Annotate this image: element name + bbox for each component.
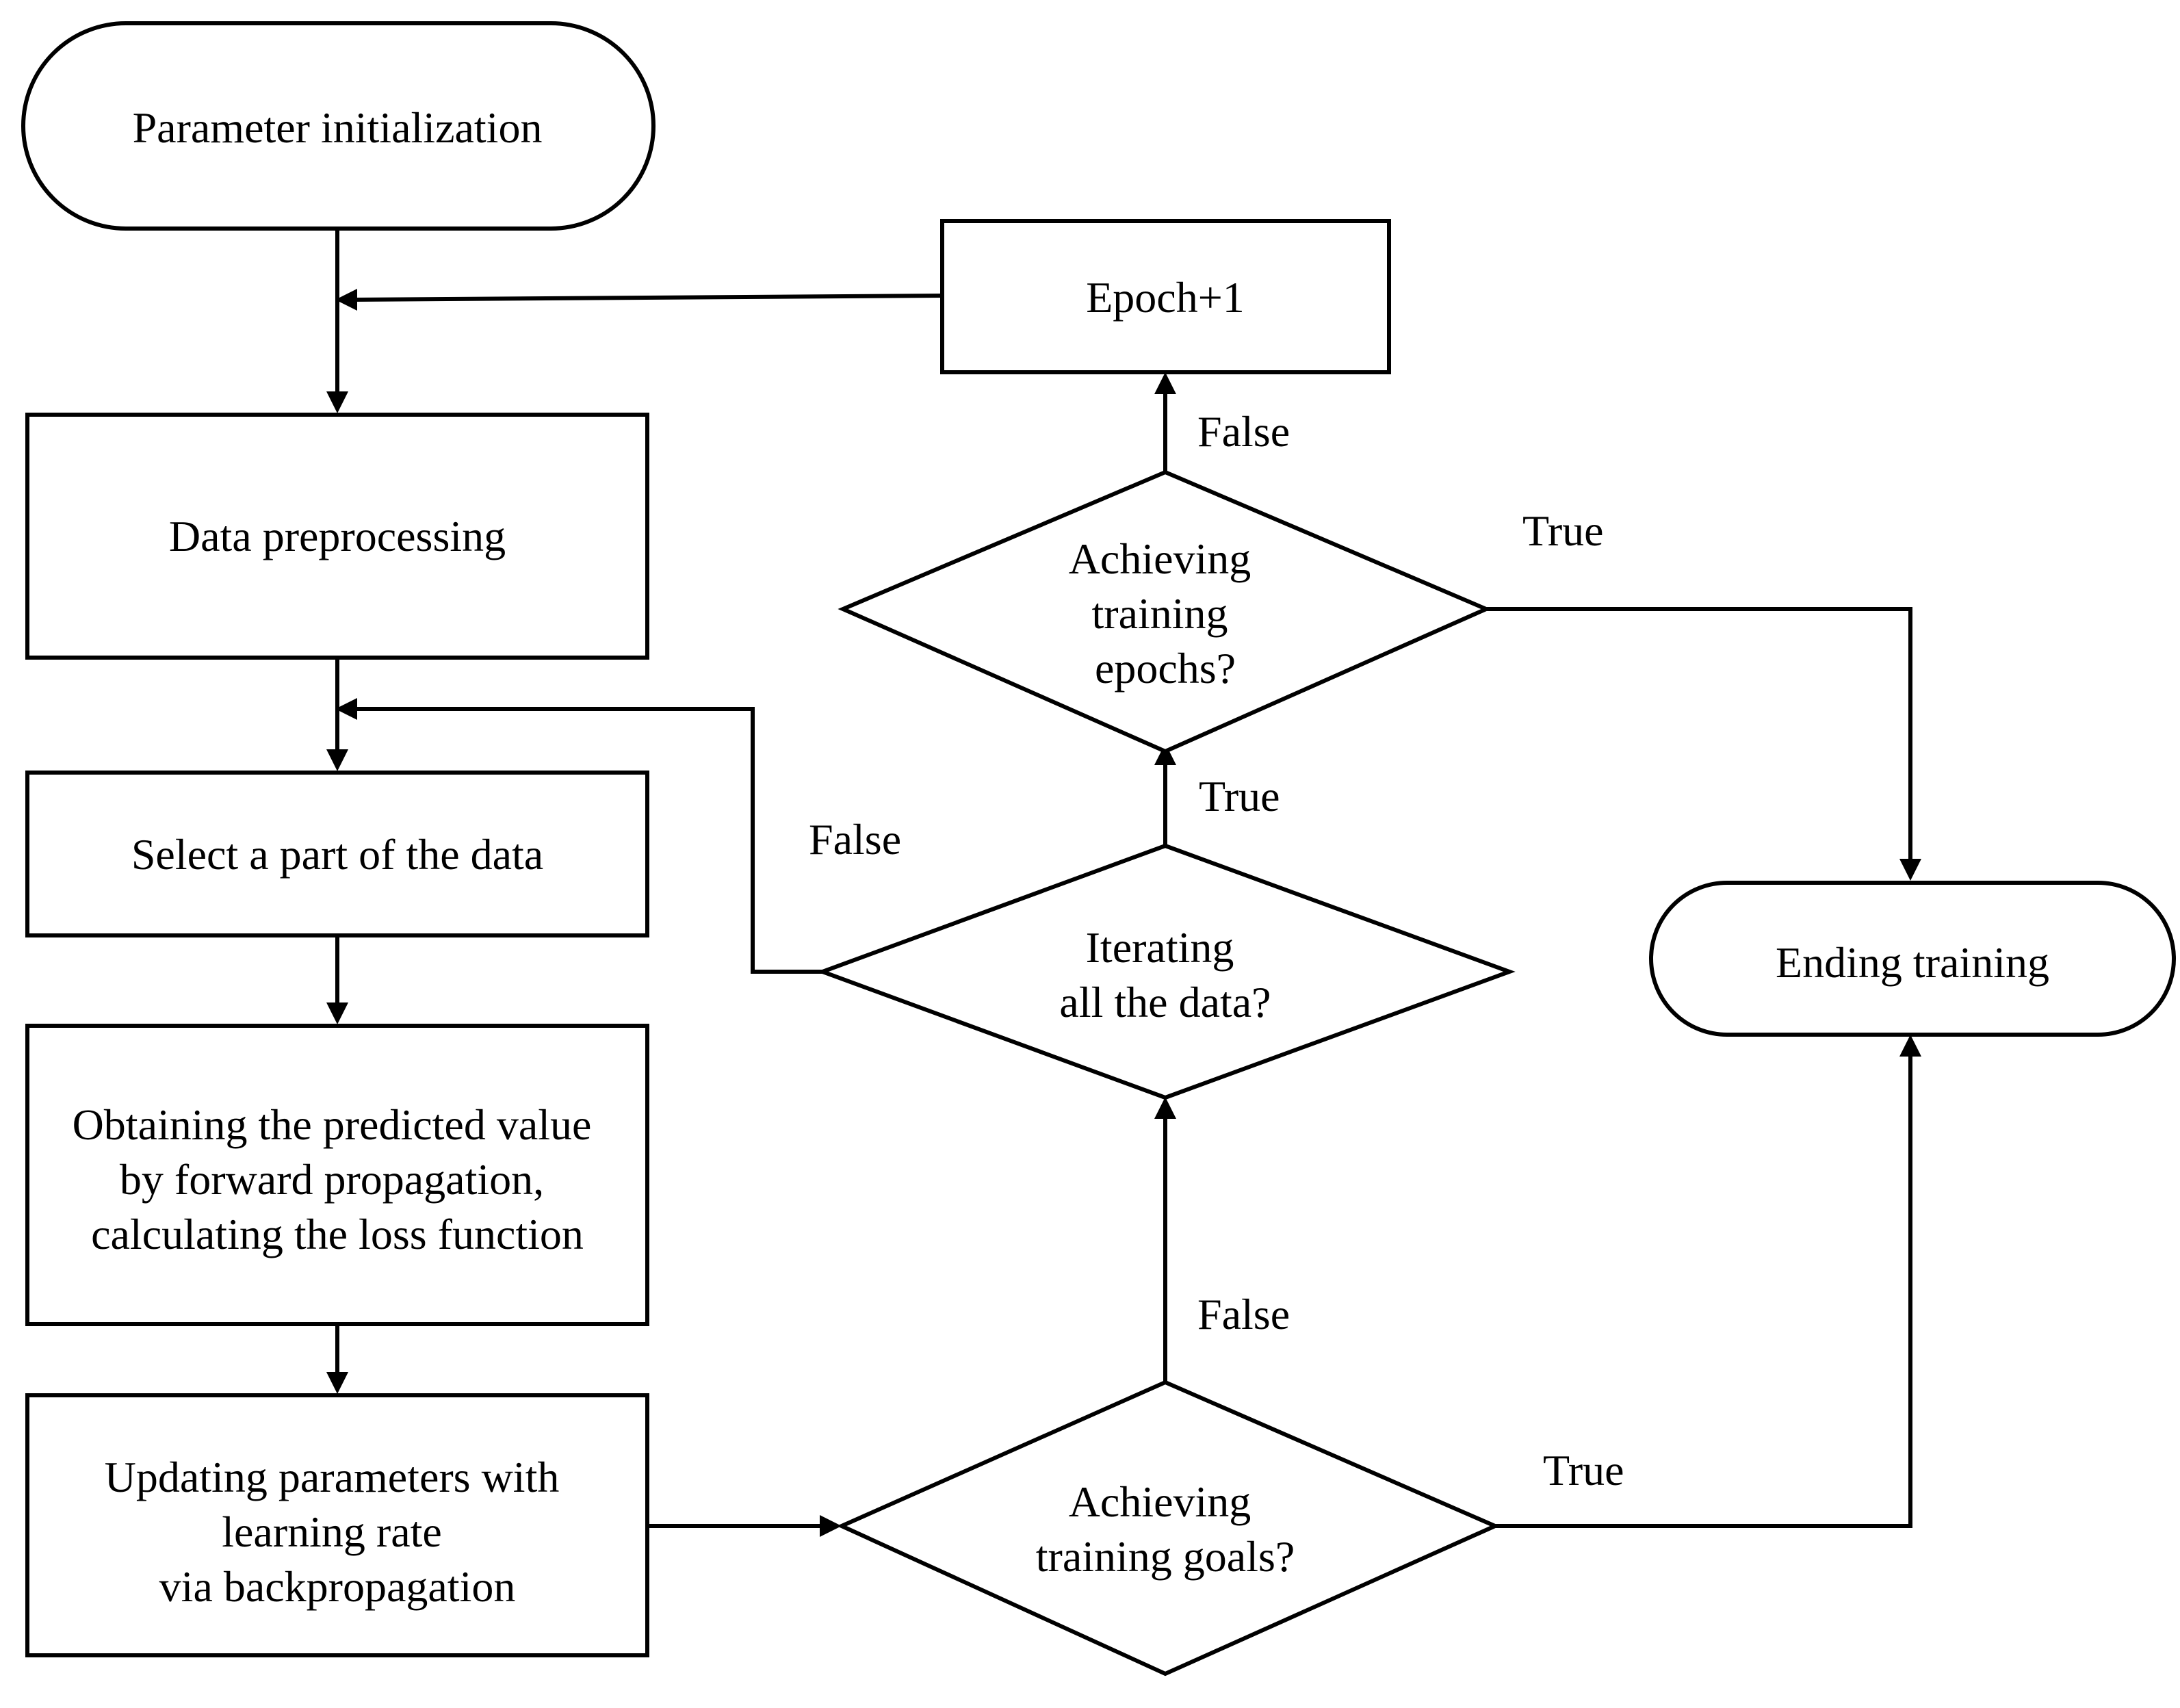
arrowhead-left <box>335 698 357 720</box>
decision-iterating-all-data: Iterating all the data? <box>816 843 1516 1100</box>
decision-achieving-training-goals: Achieving training goals? <box>836 1380 1501 1677</box>
label-goals-true: True <box>1543 1446 1624 1494</box>
node-text: Achieving training goals? <box>1036 1477 1295 1581</box>
node-text: Ending training <box>1776 938 2049 987</box>
node-select-part-of-data: Select a part of the data <box>25 771 649 937</box>
label-iterate-true: True <box>1199 772 1280 820</box>
arrowhead-down <box>1899 859 1921 881</box>
arrowhead-up <box>1154 743 1176 765</box>
node-text: Data preprocessing <box>169 512 506 560</box>
edge-iterate-false-loop <box>350 707 822 974</box>
edge-goals-true-to-end <box>1495 1055 1912 1528</box>
arrowhead-down <box>326 391 348 413</box>
label-epochs-true: True <box>1522 506 1604 555</box>
node-ending-training: Ending training <box>1649 881 2176 1037</box>
connectors <box>335 229 1912 1528</box>
label-epochs-false: False <box>1197 407 1290 456</box>
label-iterate-false: False <box>809 815 901 864</box>
arrowhead-down <box>326 1372 348 1394</box>
arrowhead-up <box>1899 1035 1921 1057</box>
arrowhead-up <box>1154 372 1176 394</box>
node-text: Updating parameters with learning rate v… <box>105 1453 571 1611</box>
node-update-parameters: Updating parameters with learning rate v… <box>25 1393 649 1657</box>
edge-epochs-true-to-end <box>1486 607 1912 868</box>
edge-labels: False True True False False True <box>809 407 1624 1494</box>
node-text: Achieving training epochs? <box>1069 534 1262 693</box>
node-text: Parameter initialization <box>133 103 543 152</box>
arrowhead-right <box>820 1515 842 1537</box>
arrowhead-down <box>326 749 348 771</box>
node-epoch-increment: Epoch+1 <box>940 219 1391 374</box>
arrowhead-left <box>335 289 357 311</box>
node-text: Epoch+1 <box>1086 273 1245 322</box>
arrowheads <box>326 289 1921 1537</box>
arrowhead-up <box>1154 1097 1176 1119</box>
node-data-preprocessing: Data preprocessing <box>25 413 649 660</box>
label-goals-false: False <box>1197 1290 1290 1338</box>
edge-epoch-loop-back <box>350 294 943 302</box>
node-text: Select a part of the data <box>131 830 543 879</box>
node-text: Iterating all the data? <box>1059 923 1271 1026</box>
node-text: Obtaining the predicted value by forward… <box>73 1100 603 1258</box>
node-forward-propagation: Obtaining the predicted value by forward… <box>25 1024 649 1326</box>
node-parameter-initialization: Parameter initialization <box>21 21 656 231</box>
arrowhead-down <box>326 1002 348 1024</box>
decision-achieving-training-epochs: Achieving training epochs? <box>838 469 1492 754</box>
